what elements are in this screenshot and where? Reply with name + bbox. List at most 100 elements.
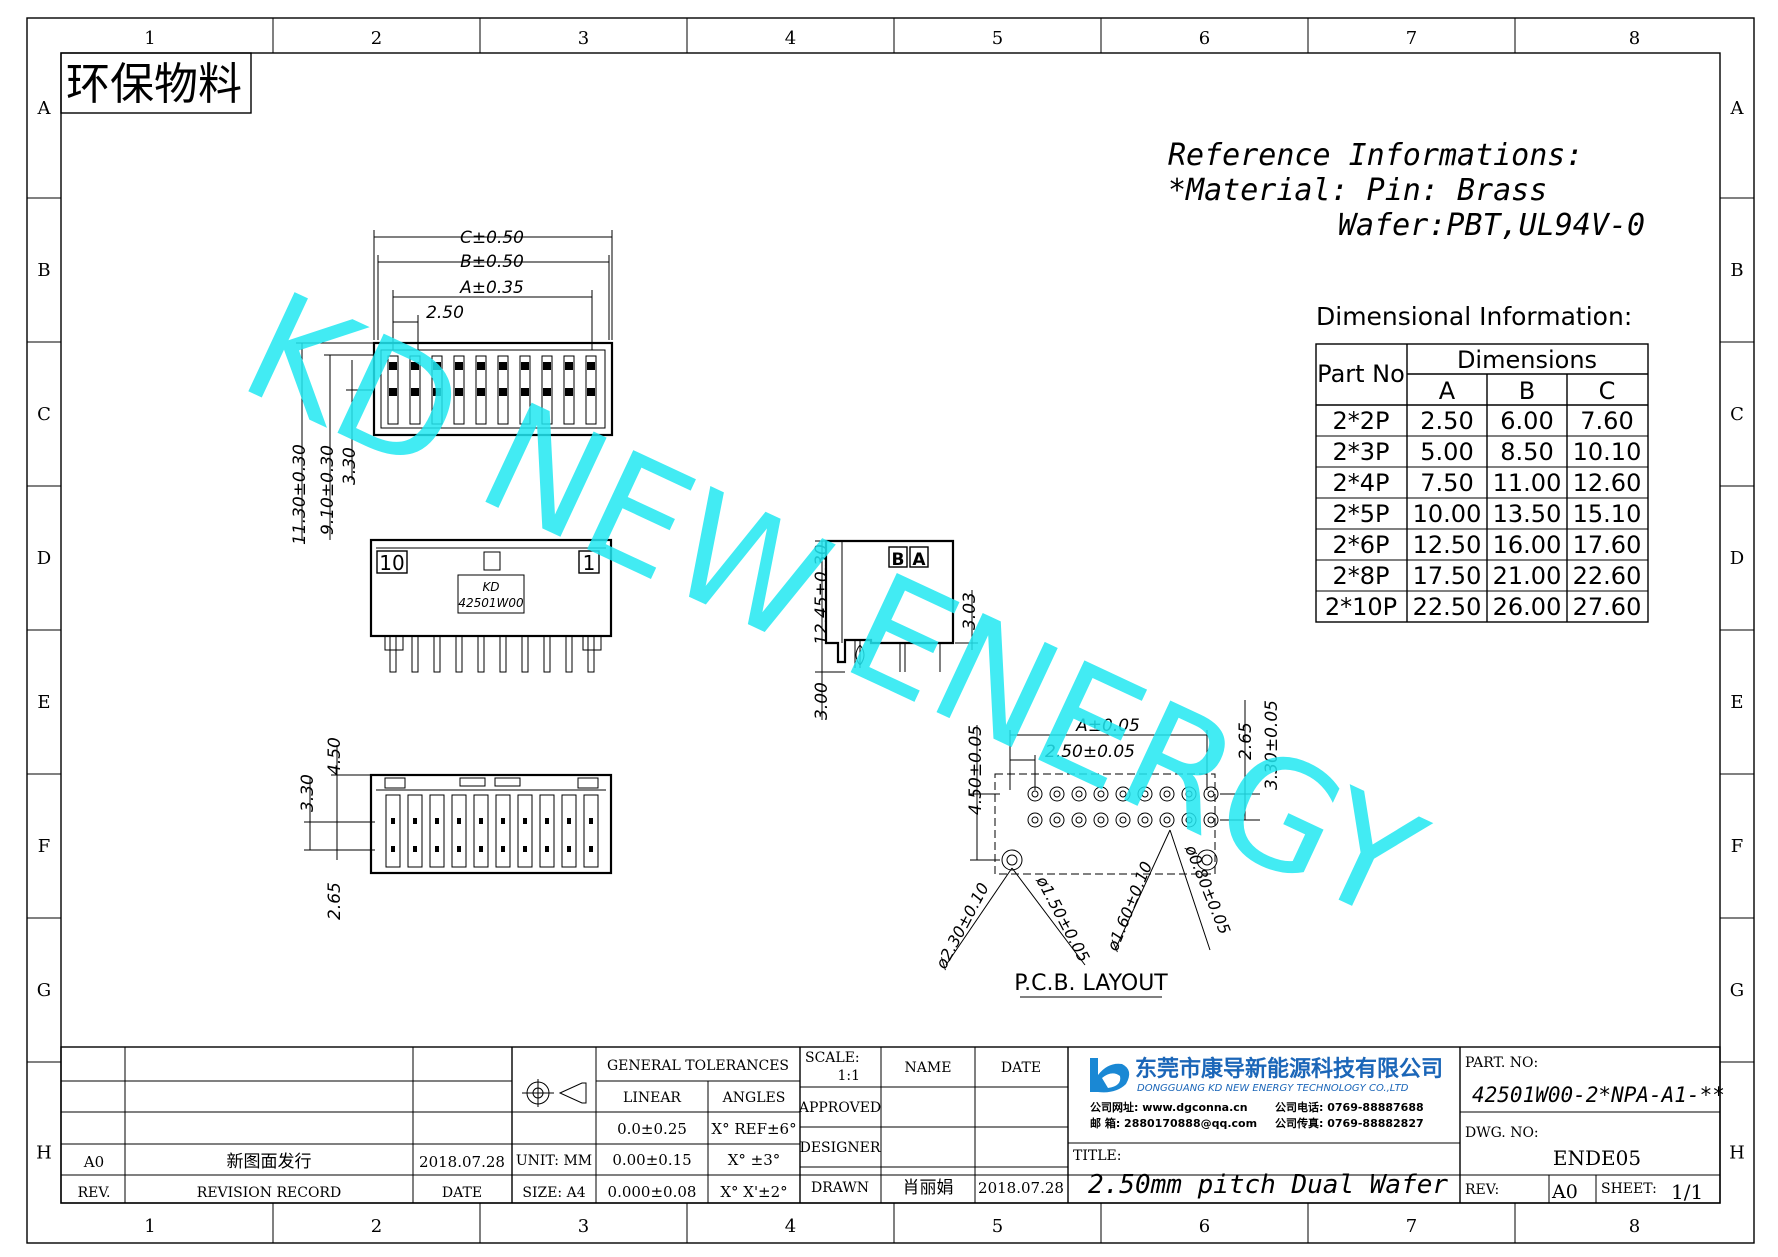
side-label-b: B [892, 550, 905, 570]
revision-record-value: 新图面发行 [227, 1152, 312, 1172]
table-cell-a: 5.00 [1420, 438, 1473, 466]
pin [587, 362, 595, 370]
pin-slot [387, 355, 399, 425]
dim-height-1130: 11.30±0.30 [290, 444, 310, 545]
pcb-hole [1137, 786, 1153, 802]
pcb-hole-inner [1031, 816, 1039, 824]
pcb-peg-hole-inner [1201, 854, 1213, 866]
slot [539, 794, 555, 868]
pin [477, 388, 485, 396]
watermark: KD NEW ENERGY [220, 260, 1446, 955]
side-label-a: A [912, 550, 926, 570]
pin [457, 846, 461, 852]
column-label: 3 [578, 28, 589, 49]
pcb-hole [1049, 812, 1065, 828]
dim-side-300: 3.00 [812, 682, 832, 720]
col-dimensions: Dimensions [1457, 346, 1597, 374]
column-label: 6 [1199, 1216, 1210, 1237]
pin-slot [541, 355, 553, 425]
pcb-hole [1181, 786, 1197, 802]
row-label: D [1730, 548, 1744, 569]
table-cell-c: 17.60 [1573, 531, 1642, 559]
dim-side-303: 3.03 [960, 592, 980, 630]
peg-left [384, 635, 404, 651]
pin-leg [499, 635, 507, 673]
pcb-layout-title: P.C.B. LAYOUT [1014, 971, 1168, 996]
company-logo-icon [1090, 1058, 1130, 1093]
projection-symbol-icon [522, 1079, 587, 1107]
dwg-no-value: ENDE05 [1553, 1146, 1641, 1170]
pin-slot [563, 355, 575, 425]
column-label: 1 [144, 1216, 155, 1237]
row-label: C [1730, 404, 1744, 425]
pin [411, 362, 419, 370]
slot [517, 794, 533, 868]
reference-heading: Reference Informations: [1168, 138, 1583, 173]
drawing-title: 2.50mm pitch Dual Wafer [1088, 1170, 1448, 1200]
pcb-hole [1181, 812, 1197, 828]
table-cell-part: 2*5P [1332, 500, 1389, 528]
pin [389, 362, 397, 370]
dim-pcb-pitch: 2.50±0.05 [1045, 742, 1135, 762]
row-label: H [1729, 1143, 1745, 1164]
sheet-value: 1/1 [1671, 1180, 1703, 1204]
pin-slot [585, 355, 597, 425]
table-cell-b: 26.00 [1493, 593, 1562, 621]
pin-slot [431, 355, 443, 425]
dimensional-heading: Dimensional Information: [1316, 302, 1632, 331]
column-label: 2 [371, 28, 382, 49]
scale-value: 1:1 [837, 1068, 860, 1084]
pin [565, 388, 573, 396]
column-label: 5 [992, 1216, 1003, 1237]
row-label: F [1731, 836, 1744, 857]
angles-header: ANGLES [722, 1090, 786, 1106]
pcb-hole [1071, 786, 1087, 802]
pcb-hole [1027, 812, 1043, 828]
pin [567, 846, 571, 852]
dim-a: A±0.35 [459, 278, 524, 298]
pcb-peg-hole [1001, 849, 1023, 871]
dim-height-910: 9.10±0.30 [318, 445, 338, 535]
col-a: A [1439, 377, 1456, 405]
dim-pitch: 2.50 [426, 303, 464, 323]
slot [495, 794, 511, 868]
row-label: G [37, 980, 51, 1001]
column-label: 3 [578, 1216, 589, 1237]
dim-pcb-330: 3.30±0.05 [1262, 700, 1282, 790]
company-fax: 公司传真: 0769-88882827 [1275, 1116, 1424, 1130]
pin [545, 846, 549, 852]
angle-tol-1: X° REF±6° [711, 1120, 796, 1138]
table-cell-part: 2*10P [1325, 593, 1397, 621]
row-label: H [36, 1143, 52, 1164]
dim-side-1245: 12.45±0.30 [812, 544, 832, 645]
column-label: 8 [1629, 28, 1640, 49]
pcb-hole-inner [1207, 816, 1215, 824]
row-label: E [1730, 692, 1743, 713]
column-label: 7 [1406, 28, 1417, 49]
dim-bottom-330: 3.30 [298, 774, 318, 812]
pin-leg [477, 635, 485, 673]
pcb-hole-inner [1075, 790, 1083, 798]
rev-value: A0 [83, 1153, 104, 1171]
pin-leg [411, 635, 419, 673]
pcb-hole-inner [1141, 790, 1149, 798]
pcb-peg-hole-inner [1006, 854, 1018, 866]
column-label: 6 [1199, 28, 1210, 49]
pin [523, 818, 527, 824]
revision-record-header: REVISION RECORD [197, 1185, 341, 1201]
pin-leg [587, 635, 595, 673]
pin [521, 362, 529, 370]
pcb-hole [1071, 812, 1087, 828]
pin [433, 362, 441, 370]
dim-c: C±0.50 [460, 228, 524, 248]
pcb-hole-inner [1119, 790, 1127, 798]
slot [473, 794, 489, 868]
company-name-en: DONGGUANG KD NEW ENERGY TECHNOLOGY CO.,L… [1137, 1083, 1409, 1094]
material-line: *Material: Pin: Brass [1168, 173, 1547, 208]
column-label: 1 [144, 28, 155, 49]
row-label: A [1730, 98, 1745, 119]
pin [521, 388, 529, 396]
